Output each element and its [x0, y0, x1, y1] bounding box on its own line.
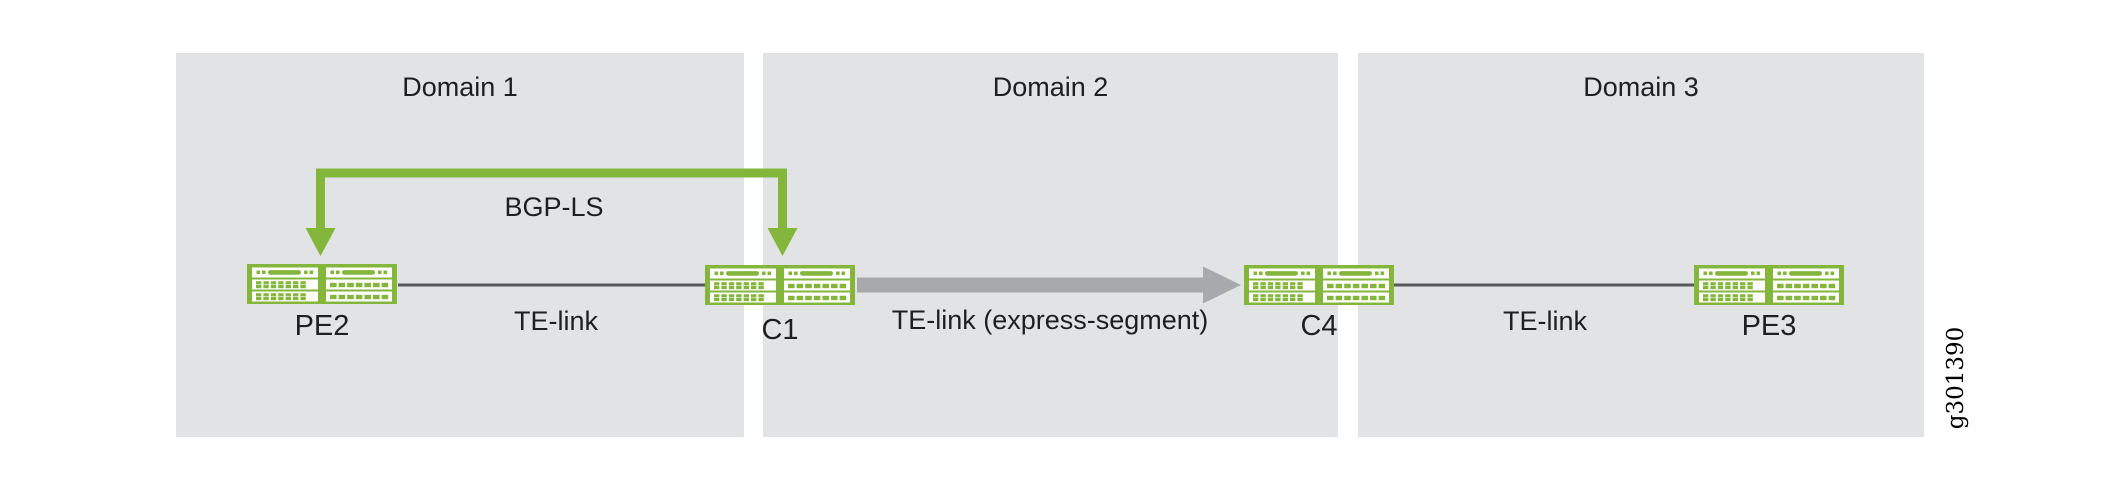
domain-box-3: Domain 3 — [1358, 53, 1924, 437]
domain-box-1: Domain 1 — [176, 53, 744, 437]
bgp-ls-label: BGP-LS — [504, 192, 604, 222]
express-segment-arrow-shaft — [857, 277, 1204, 293]
node-label-c1: C1 — [761, 314, 799, 346]
te-link-label-1: TE-link — [513, 306, 598, 336]
node-label-pe3: PE3 — [1741, 310, 1797, 342]
router-icon-pe3 — [1694, 265, 1844, 305]
node-label-pe2: PE2 — [294, 310, 350, 342]
domain-box-2: Domain 2 — [763, 53, 1338, 437]
domain-3-title: Domain 3 — [1583, 72, 1699, 102]
figure-id-label: g301390 — [1943, 326, 1969, 430]
router-icon-c1 — [705, 265, 855, 305]
bgp-ls-arrowhead-left — [305, 228, 336, 256]
te-link-express-segment-label: TE-link (express-segment) — [891, 305, 1209, 335]
te-link-label-2: TE-link — [1502, 306, 1587, 336]
router-icon-pe2 — [247, 264, 397, 304]
router-icon-c4 — [1244, 265, 1394, 305]
bgp-ls-arrowhead-right — [767, 228, 798, 256]
domain-2-title: Domain 2 — [992, 72, 1109, 102]
domain-1-title: Domain 1 — [402, 72, 518, 102]
express-segment-arrowhead — [1203, 266, 1241, 304]
node-label-c4: C4 — [1300, 310, 1338, 342]
bgp-ls-connector — [316, 168, 787, 230]
